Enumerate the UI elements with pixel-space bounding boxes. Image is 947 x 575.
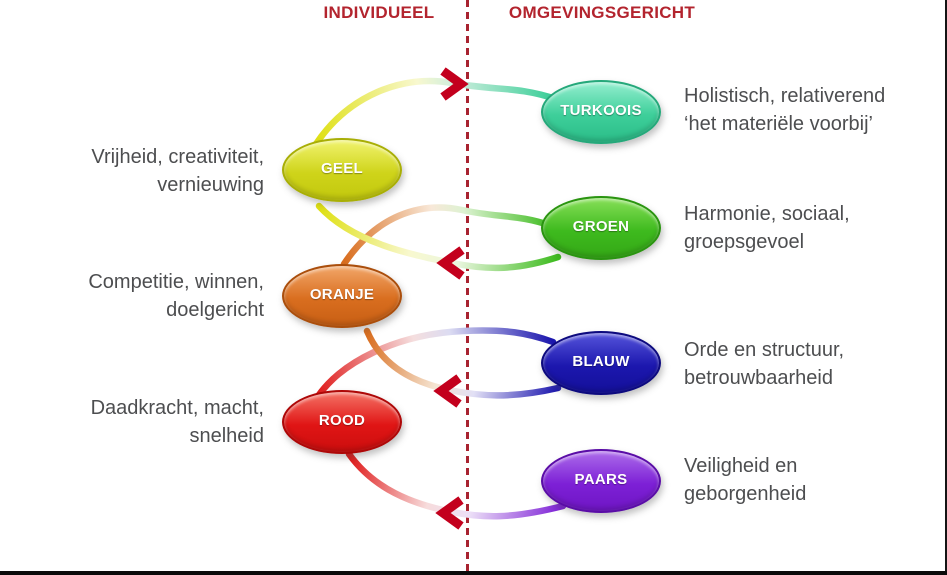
curve-groen-to-geel <box>315 202 562 272</box>
node-label: GEEL <box>320 160 364 177</box>
desc-paars: Veiligheid en geborgenheid <box>684 452 806 508</box>
desc-blauw: Orde en structuur, betrouwbaarheid <box>684 336 844 392</box>
node-label: PAARS <box>574 471 628 488</box>
chevron-left-icon <box>436 246 465 280</box>
image-border-bottom <box>0 571 947 575</box>
image-border-right <box>945 0 947 575</box>
chevron-left-icon <box>433 374 462 408</box>
desc-oranje: Competitie, winnen, doelgericht <box>40 268 264 324</box>
desc-line: Veiligheid en <box>684 455 798 477</box>
desc-line: Vrijheid, creativiteit, <box>91 146 264 168</box>
node-groen: GROEN <box>541 196 661 260</box>
desc-line: Orde en structuur, <box>684 339 845 361</box>
desc-line: Competitie, winnen, <box>88 271 264 293</box>
desc-line: Holistisch, relativerend <box>684 85 886 107</box>
desc-groen: Harmonie, sociaal, groepsgevoel <box>684 200 850 256</box>
node-label: ORANJE <box>309 286 375 303</box>
curve-geel-to-turkoois <box>312 77 560 148</box>
desc-line: betrouwbaarheid <box>684 367 833 389</box>
curve-oranje-to-groen <box>340 204 556 268</box>
node-paars: PAARS <box>541 449 661 513</box>
node-oranje: ORANJE <box>282 264 402 328</box>
center-divider-dashed-line <box>466 0 469 571</box>
chevron-right-icon <box>440 67 469 101</box>
node-label: GROEN <box>572 218 630 235</box>
chevron-left-icon <box>435 496 464 530</box>
desc-line: Harmonie, sociaal, <box>684 203 850 225</box>
desc-line: ‘het materiële voorbij’ <box>684 113 873 135</box>
node-geel: GEEL <box>282 138 402 202</box>
desc-rood: Daadkracht, macht, snelheid <box>40 394 264 450</box>
desc-line: Daadkracht, macht, <box>90 397 264 419</box>
desc-line: groepsgevoel <box>684 231 805 253</box>
node-blauw: BLAUW <box>541 331 661 395</box>
node-turkoois: TURKOOIS <box>541 80 661 144</box>
desc-line: vernieuwing <box>157 174 264 196</box>
desc-turkoois: Holistisch, relativerend ‘het materiële … <box>684 82 885 138</box>
curve-rood-to-blauw <box>311 327 557 405</box>
node-rood: ROOD <box>282 390 402 454</box>
column-header-individueel: INDIVIDUEEL <box>323 3 435 22</box>
node-label: BLAUW <box>572 353 630 370</box>
desc-line: geborgenheid <box>684 483 807 505</box>
desc-line: snelheid <box>189 425 264 447</box>
node-label: TURKOOIS <box>560 102 642 119</box>
column-header-omgevingsgericht: OMGEVINGSGERICHT <box>508 3 696 22</box>
desc-line: doelgericht <box>166 299 264 321</box>
desc-geel: Vrijheid, creativiteit, vernieuwing <box>40 143 264 199</box>
node-label: ROOD <box>318 412 366 429</box>
